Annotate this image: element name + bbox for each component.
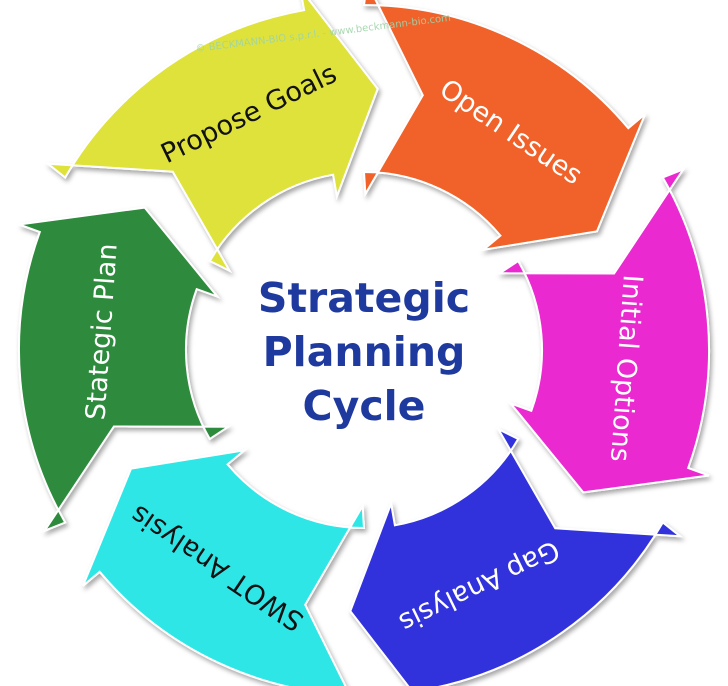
center-title-line-2: Planning <box>263 328 466 376</box>
cycle-arrows <box>17 0 711 686</box>
arrow-open-issues <box>362 0 647 252</box>
arrow-gap-analysis <box>349 426 684 686</box>
center-title: Strategic Planning Cycle <box>258 274 470 430</box>
arrow-propose-goals <box>44 0 379 274</box>
arrow-initial-options <box>496 167 711 494</box>
center-title-line-1: Strategic <box>258 274 470 322</box>
arrow-strategic-plan <box>17 206 232 533</box>
center-title-line-3: Cycle <box>303 382 426 430</box>
arrow-swot-analysis <box>81 448 366 686</box>
